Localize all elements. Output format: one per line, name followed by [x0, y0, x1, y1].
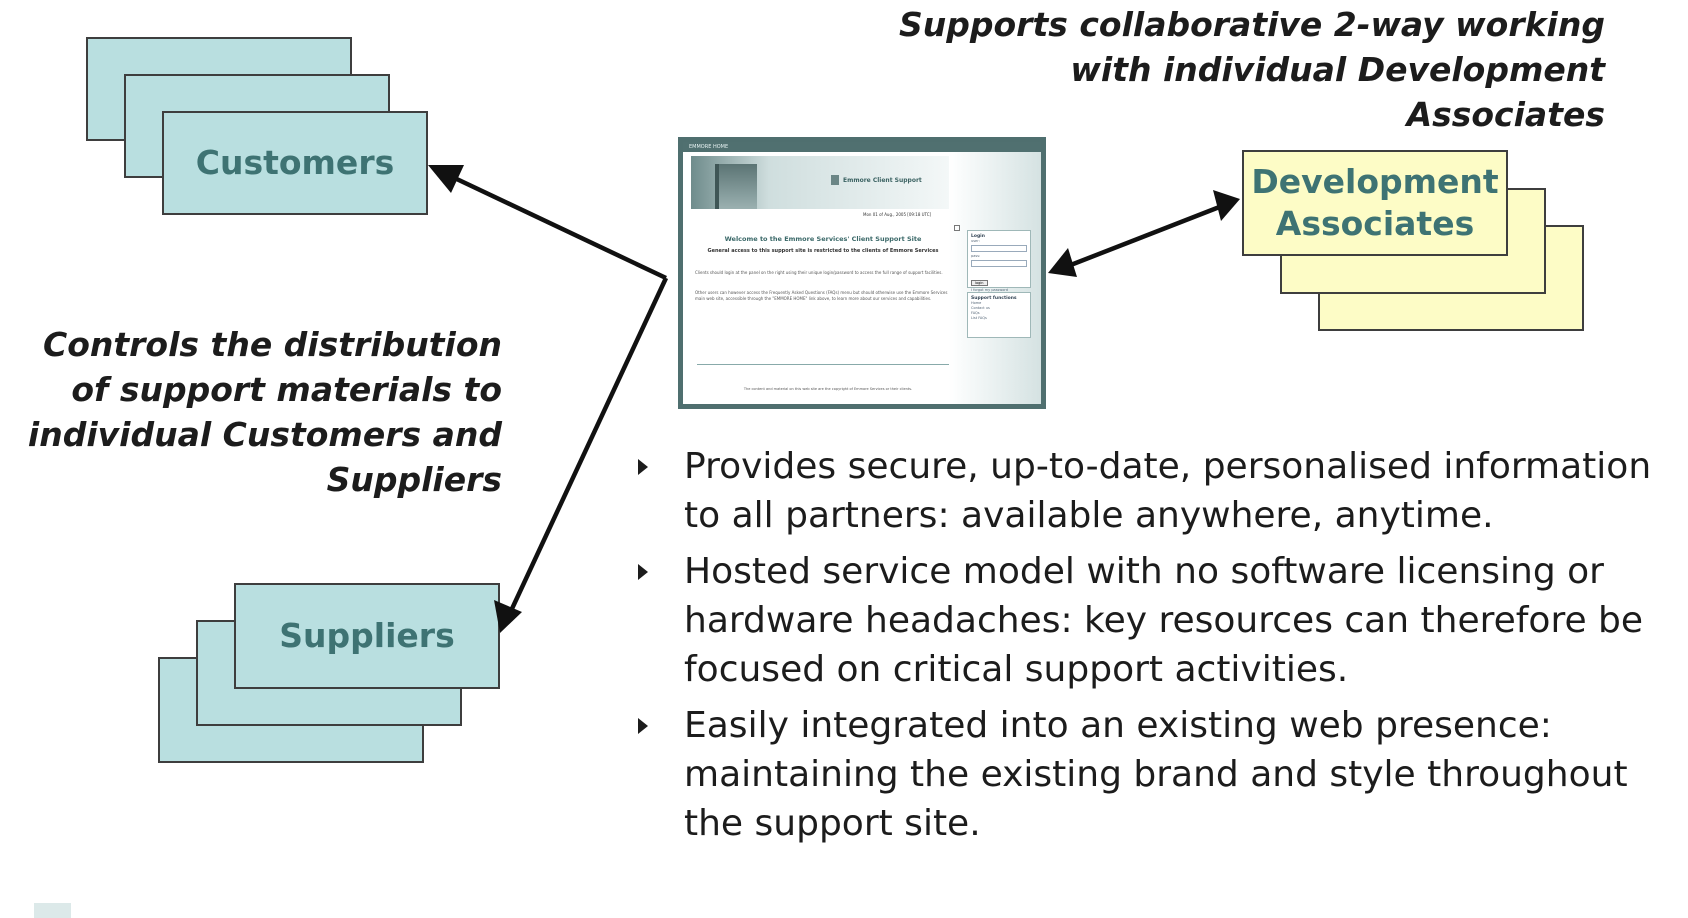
pass-input[interactable]	[971, 260, 1027, 267]
login-button[interactable]: login	[971, 280, 988, 286]
development-associates-label: Development Associates	[1251, 161, 1499, 243]
benefit-text-2: Hosted service model with no software li…	[684, 551, 1644, 690]
suppliers-label: Suppliers	[279, 615, 455, 655]
brand-logo-icon	[831, 175, 839, 185]
customers-label: Customers	[195, 142, 395, 182]
benefit-item-1: Provides secure, up-to-date, personalise…	[625, 442, 1685, 540]
function-home-link[interactable]: Home	[971, 301, 982, 305]
login-panel: Login user: pass: login I forgot my pass…	[967, 230, 1031, 292]
corner-decoration	[34, 903, 71, 918]
benefit-item-2: Hosted service model with no software li…	[625, 547, 1685, 694]
benefit-text-3: Easily integrated into an existing web p…	[684, 705, 1628, 844]
arrow-bidirectional-development	[1048, 190, 1240, 277]
print-icon[interactable]	[954, 225, 960, 231]
site-brand: Emmore Client Support	[843, 177, 922, 184]
site-paragraph-2: Other users can however access the Frequ…	[695, 290, 948, 301]
bullet-triangle-icon	[638, 459, 648, 475]
client-support-site-screenshot: EMMORE HOME Emmore Client Support Mon 01…	[678, 137, 1046, 409]
suppliers-node[interactable]: Suppliers	[234, 583, 500, 689]
development-associates-node[interactable]: Development Associates	[1242, 150, 1508, 256]
bullet-triangle-icon	[638, 564, 648, 580]
forgot-password-link[interactable]: I forgot my password	[971, 288, 1008, 292]
user-input[interactable]	[971, 245, 1027, 252]
site-nav-home-link[interactable]: EMMORE HOME	[683, 142, 1041, 152]
user-label: user:	[971, 239, 980, 243]
pass-label: pass:	[971, 254, 981, 258]
top-right-caption: Supports collaborative 2-way working wit…	[899, 5, 1605, 134]
arrow-to-customers	[428, 165, 667, 281]
banner-window-image	[715, 164, 757, 209]
site-welcome-heading: Welcome to the Emmore Services' Client S…	[724, 235, 922, 243]
arrow-to-suppliers	[494, 277, 669, 633]
function-faqs-link[interactable]: FAQs	[971, 311, 980, 315]
benefits-list: Provides secure, up-to-date, personalise…	[625, 442, 1685, 855]
site-paragraph-1: Clients should login at the panel on the…	[695, 270, 943, 275]
functions-title: Support functions	[971, 296, 1017, 301]
site-date: Mon 01 of Aug., 2005 [09:18 UTC]	[863, 212, 932, 217]
function-contact-link[interactable]: Contact us	[971, 306, 990, 310]
benefit-text-1: Provides secure, up-to-date, personalise…	[684, 446, 1652, 536]
support-functions-panel: Support functions Home Contact us FAQs L…	[967, 292, 1031, 338]
bullet-triangle-icon	[638, 718, 648, 734]
site-banner	[691, 156, 951, 209]
site-footer: The content and material on this web sit…	[743, 387, 913, 391]
customers-node[interactable]: Customers	[162, 111, 428, 215]
benefit-item-3: Easily integrated into an existing web p…	[625, 701, 1685, 848]
function-list-faqs-link[interactable]: List FAQs	[971, 316, 987, 320]
site-restricted-notice: General access to this support site is r…	[707, 248, 939, 254]
login-title: Login	[971, 234, 985, 239]
left-caption: Controls the distribution of support mat…	[27, 325, 502, 499]
site-divider	[697, 364, 953, 365]
